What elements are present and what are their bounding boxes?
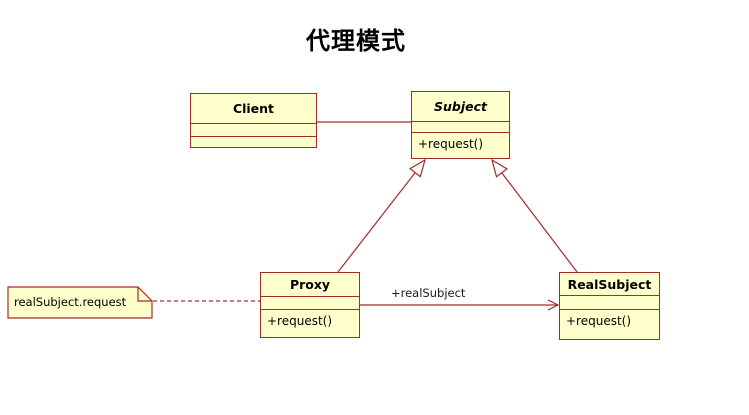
- class-methods: +request(): [261, 309, 359, 337]
- class-proxy: Proxy +request(): [260, 272, 360, 338]
- note-shape: [7, 286, 153, 319]
- class-realsubject: RealSubject +request(): [559, 272, 660, 340]
- note-text: realSubject.request: [14, 295, 127, 309]
- note-fold-icon: [137, 287, 152, 302]
- class-attributes: [191, 123, 316, 136]
- hollow-triangle-icon: [409, 158, 426, 178]
- class-name: Subject: [434, 99, 487, 114]
- generalization-line: [501, 172, 578, 273]
- class-name: Proxy: [289, 277, 331, 292]
- class-attributes: [560, 295, 659, 309]
- class-attributes: [412, 121, 509, 132]
- generalization-line: [337, 172, 416, 273]
- generalization-proxy-subject: [337, 158, 426, 273]
- note-body: [7, 286, 153, 319]
- class-name: Client: [232, 101, 275, 116]
- class-name: RealSubject: [567, 276, 652, 292]
- association-label: +realSubject: [391, 286, 466, 300]
- class-methods: [191, 136, 316, 147]
- class-methods: +request(): [560, 309, 659, 339]
- open-arrowhead-icon: [547, 299, 560, 311]
- hollow-triangle-icon: [491, 158, 508, 178]
- diagram-title: 代理模式: [306, 27, 406, 55]
- class-methods: +request(): [412, 132, 509, 158]
- generalization-realsubject-subject: [491, 158, 578, 273]
- class-client: Client: [190, 93, 317, 148]
- class-subject: Subject +request(): [411, 91, 510, 159]
- association-proxy-realsubject: [360, 299, 560, 311]
- class-attributes: [261, 296, 359, 309]
